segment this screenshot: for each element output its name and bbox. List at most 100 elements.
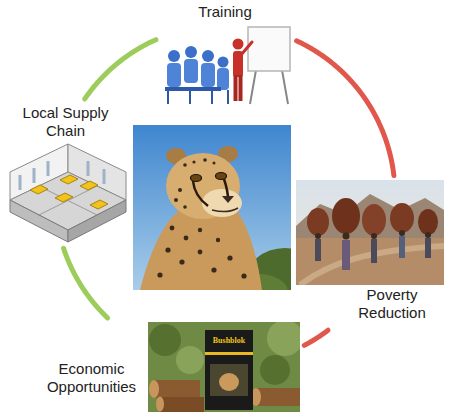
villager-figures [332,198,360,234]
training-clipart [250,70,256,104]
cheetah-photo [178,188,182,192]
training-clipart [248,27,290,71]
node-box: Training [158,0,294,110]
product-photo [267,322,300,356]
audience-figures [189,91,191,104]
cycle-arc [297,41,394,176]
node-box: Economic Opportunities [35,320,302,413]
node-box: Local Supply Chain [5,101,130,246]
node-label: Training [158,3,292,21]
audience-figures [227,90,229,104]
factory-cutaway [103,169,106,184]
villagers-photo [296,194,444,242]
villager-figures [418,209,438,235]
product-brand: Bushblok [205,336,253,345]
cheetah-photo [191,175,202,182]
cheetah-photo [227,255,232,260]
audience-figures [217,68,229,90]
product-photo [176,346,204,374]
presenter-figure [234,75,238,101]
presenter-figure [233,39,244,50]
presenter-figure [241,42,252,55]
cheetah-photo [212,208,238,212]
villager-figures [362,204,386,236]
audience-figures [218,57,229,68]
villager-figures [315,233,321,239]
cheetah-photo [216,238,220,242]
cheetah-photo [193,181,208,206]
villager-figures [399,230,405,236]
audience-figures [202,50,214,62]
cheetah-photo [202,189,242,217]
villager-figures [315,239,321,261]
product-photo [210,364,248,396]
cheetah-photo [192,160,195,163]
training-clipart [165,27,290,104]
villager-figures [307,198,438,270]
cheetah-photo [183,163,187,167]
cheetah-photo [183,205,187,209]
cheetah-photo [165,247,170,252]
factory-cutaway [60,175,78,184]
audience-figures [185,46,197,58]
factory-cutaway [10,200,68,242]
villager-figures [342,240,350,270]
audience-figures [167,91,169,104]
product-photo [148,322,300,412]
factory-cutaway [33,168,36,183]
cheetah-photo [140,210,262,290]
villager-figures [425,238,431,258]
product-photo [160,397,204,412]
factory-cutaway [30,185,48,194]
product-photo [205,330,253,410]
audience-figures [184,59,198,83]
product-photo [205,352,253,355]
cheetah-photo [211,267,216,272]
audience-figures [165,46,229,104]
product-photo [154,380,200,398]
villager-figures [343,233,350,240]
cycle-arc [85,40,156,99]
cheetah-photo [157,272,162,277]
factory-cutaway [47,161,50,176]
villager-figures [307,208,329,236]
cheetah-photo [174,198,178,202]
audience-figures [211,91,213,104]
node-label: Poverty Reduction [344,286,440,322]
factory-cutaway [87,161,90,176]
factory-cutaway [68,200,126,242]
villagers-photo [296,180,444,285]
cheetah-photo [198,250,203,255]
factory-cutaway [80,181,98,190]
cheetah-photo [133,125,291,290]
villagers-photo [296,180,444,285]
cheetah-photo [170,226,175,231]
cheetah-photo [213,162,216,165]
factory-cutaway [10,144,126,242]
cheetah-photo [222,196,234,203]
villager-figures [425,232,431,238]
node-label: Economic Opportunities [35,360,148,396]
product-photo [219,373,239,391]
audience-figures [201,63,215,87]
node-box: Poverty Reduction [294,178,446,328]
cheetah-photo [203,158,207,162]
villager-figures [399,236,405,258]
presenter-figure [239,75,243,101]
audience-figures [167,63,181,87]
factory-cutaway [55,193,73,202]
product-photo [260,355,290,385]
villager-figures [390,203,414,233]
label-slot: Bushblok [205,336,253,345]
villagers-photo [296,238,444,285]
node-label: Local Supply Chain [13,104,118,140]
cheetah-photo [184,236,189,241]
audience-figures [168,50,180,62]
cycle-arc [64,248,108,318]
villager-figures [371,233,377,239]
cheetah-photo [216,173,227,180]
